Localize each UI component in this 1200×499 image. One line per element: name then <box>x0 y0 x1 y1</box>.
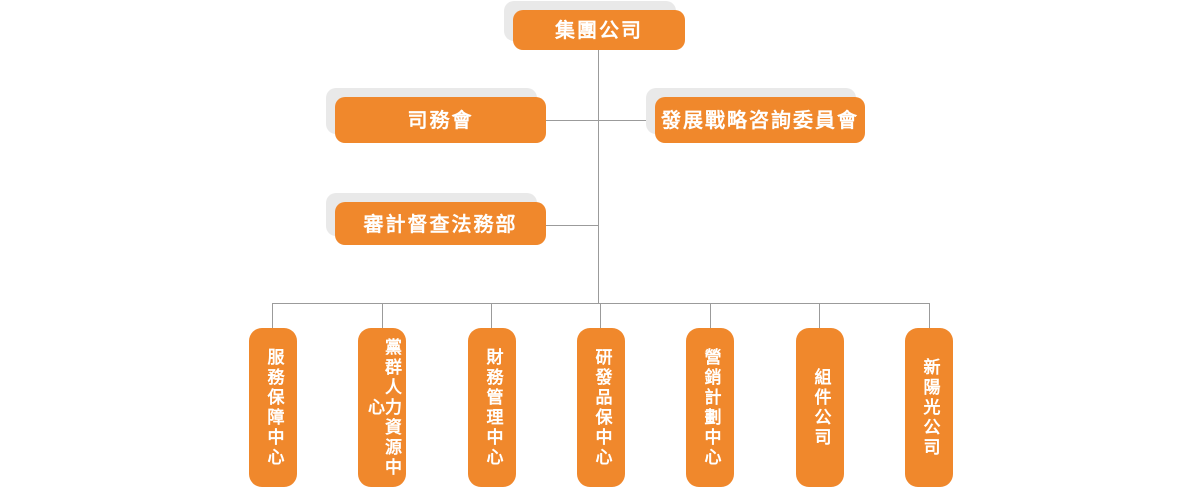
connector-level3-horizontal <box>546 225 599 226</box>
org-node-service-support-center: 服務保障中心 <box>249 328 297 487</box>
connector-drop-5 <box>710 303 711 328</box>
org-node-rnd-qa-center: 研發品保中心 <box>577 328 625 487</box>
org-node-strategy-committee: 發展戰略咨詢委員會 <box>655 97 865 143</box>
org-node-party-hr-center: 黨群人力資源中心 <box>358 328 406 487</box>
org-node-new-sunshine-company: 新陽光公司 <box>905 328 953 487</box>
connector-drop-6 <box>819 303 820 328</box>
connector-level2-horizontal <box>546 120 655 121</box>
connector-drop-2 <box>382 303 383 328</box>
connector-drop-4 <box>600 303 601 328</box>
connector-drop-1 <box>272 303 273 328</box>
connector-drop-7 <box>929 303 930 328</box>
org-node-audit-legal-dept: 審計督查法務部 <box>335 202 546 245</box>
org-node-group-company: 集團公司 <box>513 10 685 50</box>
connector-departments-span <box>272 303 930 304</box>
org-node-components-company: 組件公司 <box>796 328 844 487</box>
org-node-marketing-planning-center: 營銷計劃中心 <box>686 328 734 487</box>
connector-trunk-vertical <box>598 50 599 303</box>
org-node-council: 司務會 <box>335 97 546 143</box>
org-node-finance-center: 財務管理中心 <box>468 328 516 487</box>
connector-drop-3 <box>491 303 492 328</box>
